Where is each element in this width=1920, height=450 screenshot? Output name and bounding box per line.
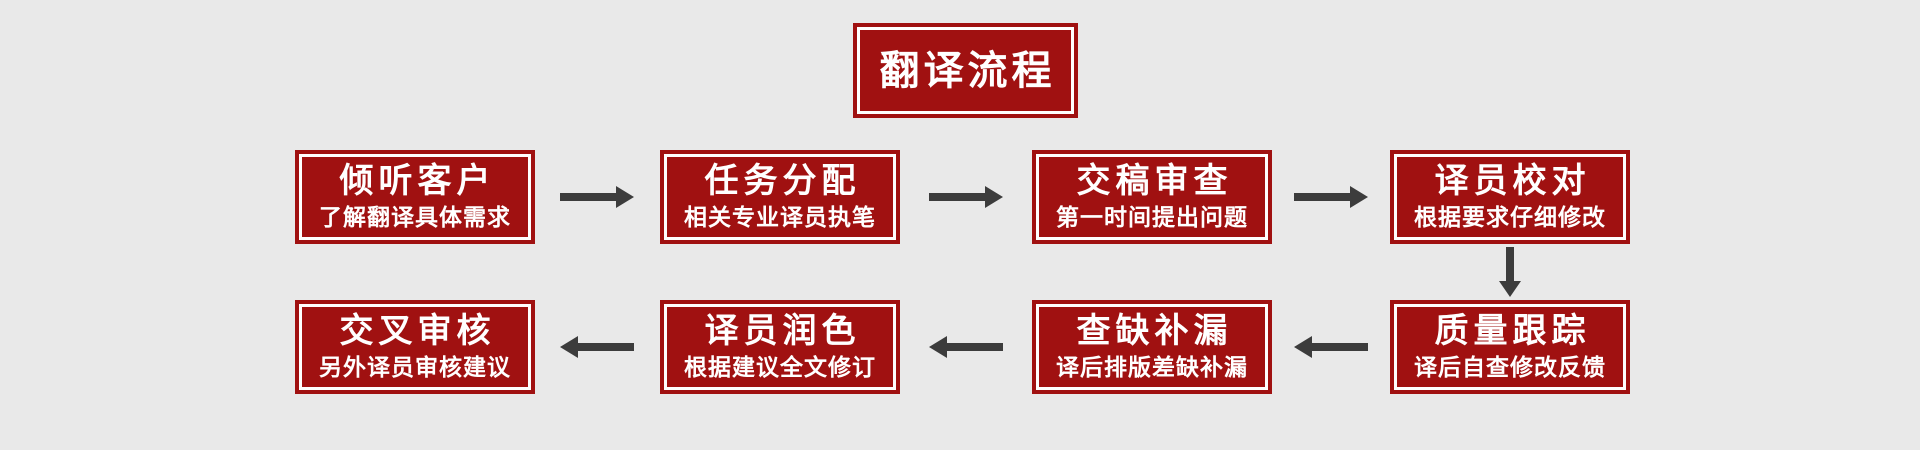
step-box-translator-proofreading: 译员校对 根据要求仔细修改 <box>1390 150 1630 244</box>
step-subtitle: 相关专业译员执笔 <box>684 204 876 231</box>
step-subtitle: 另外译员审核建议 <box>319 354 511 381</box>
step-title: 查缺补漏 <box>1076 310 1233 351</box>
step-box-listen-customer: 倾听客户 了解翻译具体需求 <box>295 150 535 244</box>
step-title: 质量跟踪 <box>1434 310 1591 351</box>
step-subtitle: 译后自查修改反馈 <box>1414 354 1606 381</box>
step-title: 译员润色 <box>704 310 861 351</box>
step-title: 交稿审查 <box>1076 160 1233 201</box>
step-title: 译员校对 <box>1434 160 1591 201</box>
step-subtitle: 根据要求仔细修改 <box>1414 204 1606 231</box>
arrow-left-icon <box>560 336 634 358</box>
arrow-right-icon <box>1294 186 1368 208</box>
step-box-quality-tracking: 质量跟踪 译后自查修改反馈 <box>1390 300 1630 394</box>
arrow-right-icon <box>560 186 634 208</box>
step-subtitle: 了解翻译具体需求 <box>319 204 511 231</box>
step-subtitle: 译后排版差缺补漏 <box>1056 354 1248 381</box>
step-title: 任务分配 <box>704 160 861 201</box>
step-box-translator-polishing: 译员润色 根据建议全文修订 <box>660 300 900 394</box>
step-box-submission-review: 交稿审查 第一时间提出问题 <box>1032 150 1272 244</box>
step-title: 倾听客户 <box>339 160 496 201</box>
step-subtitle: 根据建议全文修订 <box>684 354 876 381</box>
step-box-cross-review: 交叉审核 另外译员审核建议 <box>295 300 535 394</box>
arrow-left-icon <box>1294 336 1368 358</box>
step-title: 交叉审核 <box>339 310 496 351</box>
diagram-title: 翻译流程 <box>879 47 1056 94</box>
step-box-gap-filling: 查缺补漏 译后排版差缺补漏 <box>1032 300 1272 394</box>
arrow-left-icon <box>929 336 1003 358</box>
arrow-right-icon <box>929 186 1003 208</box>
diagram-title-box: 翻译流程 <box>853 23 1078 118</box>
step-subtitle: 第一时间提出问题 <box>1056 204 1248 231</box>
arrow-down-icon <box>1499 247 1521 297</box>
step-box-task-assignment: 任务分配 相关专业译员执笔 <box>660 150 900 244</box>
